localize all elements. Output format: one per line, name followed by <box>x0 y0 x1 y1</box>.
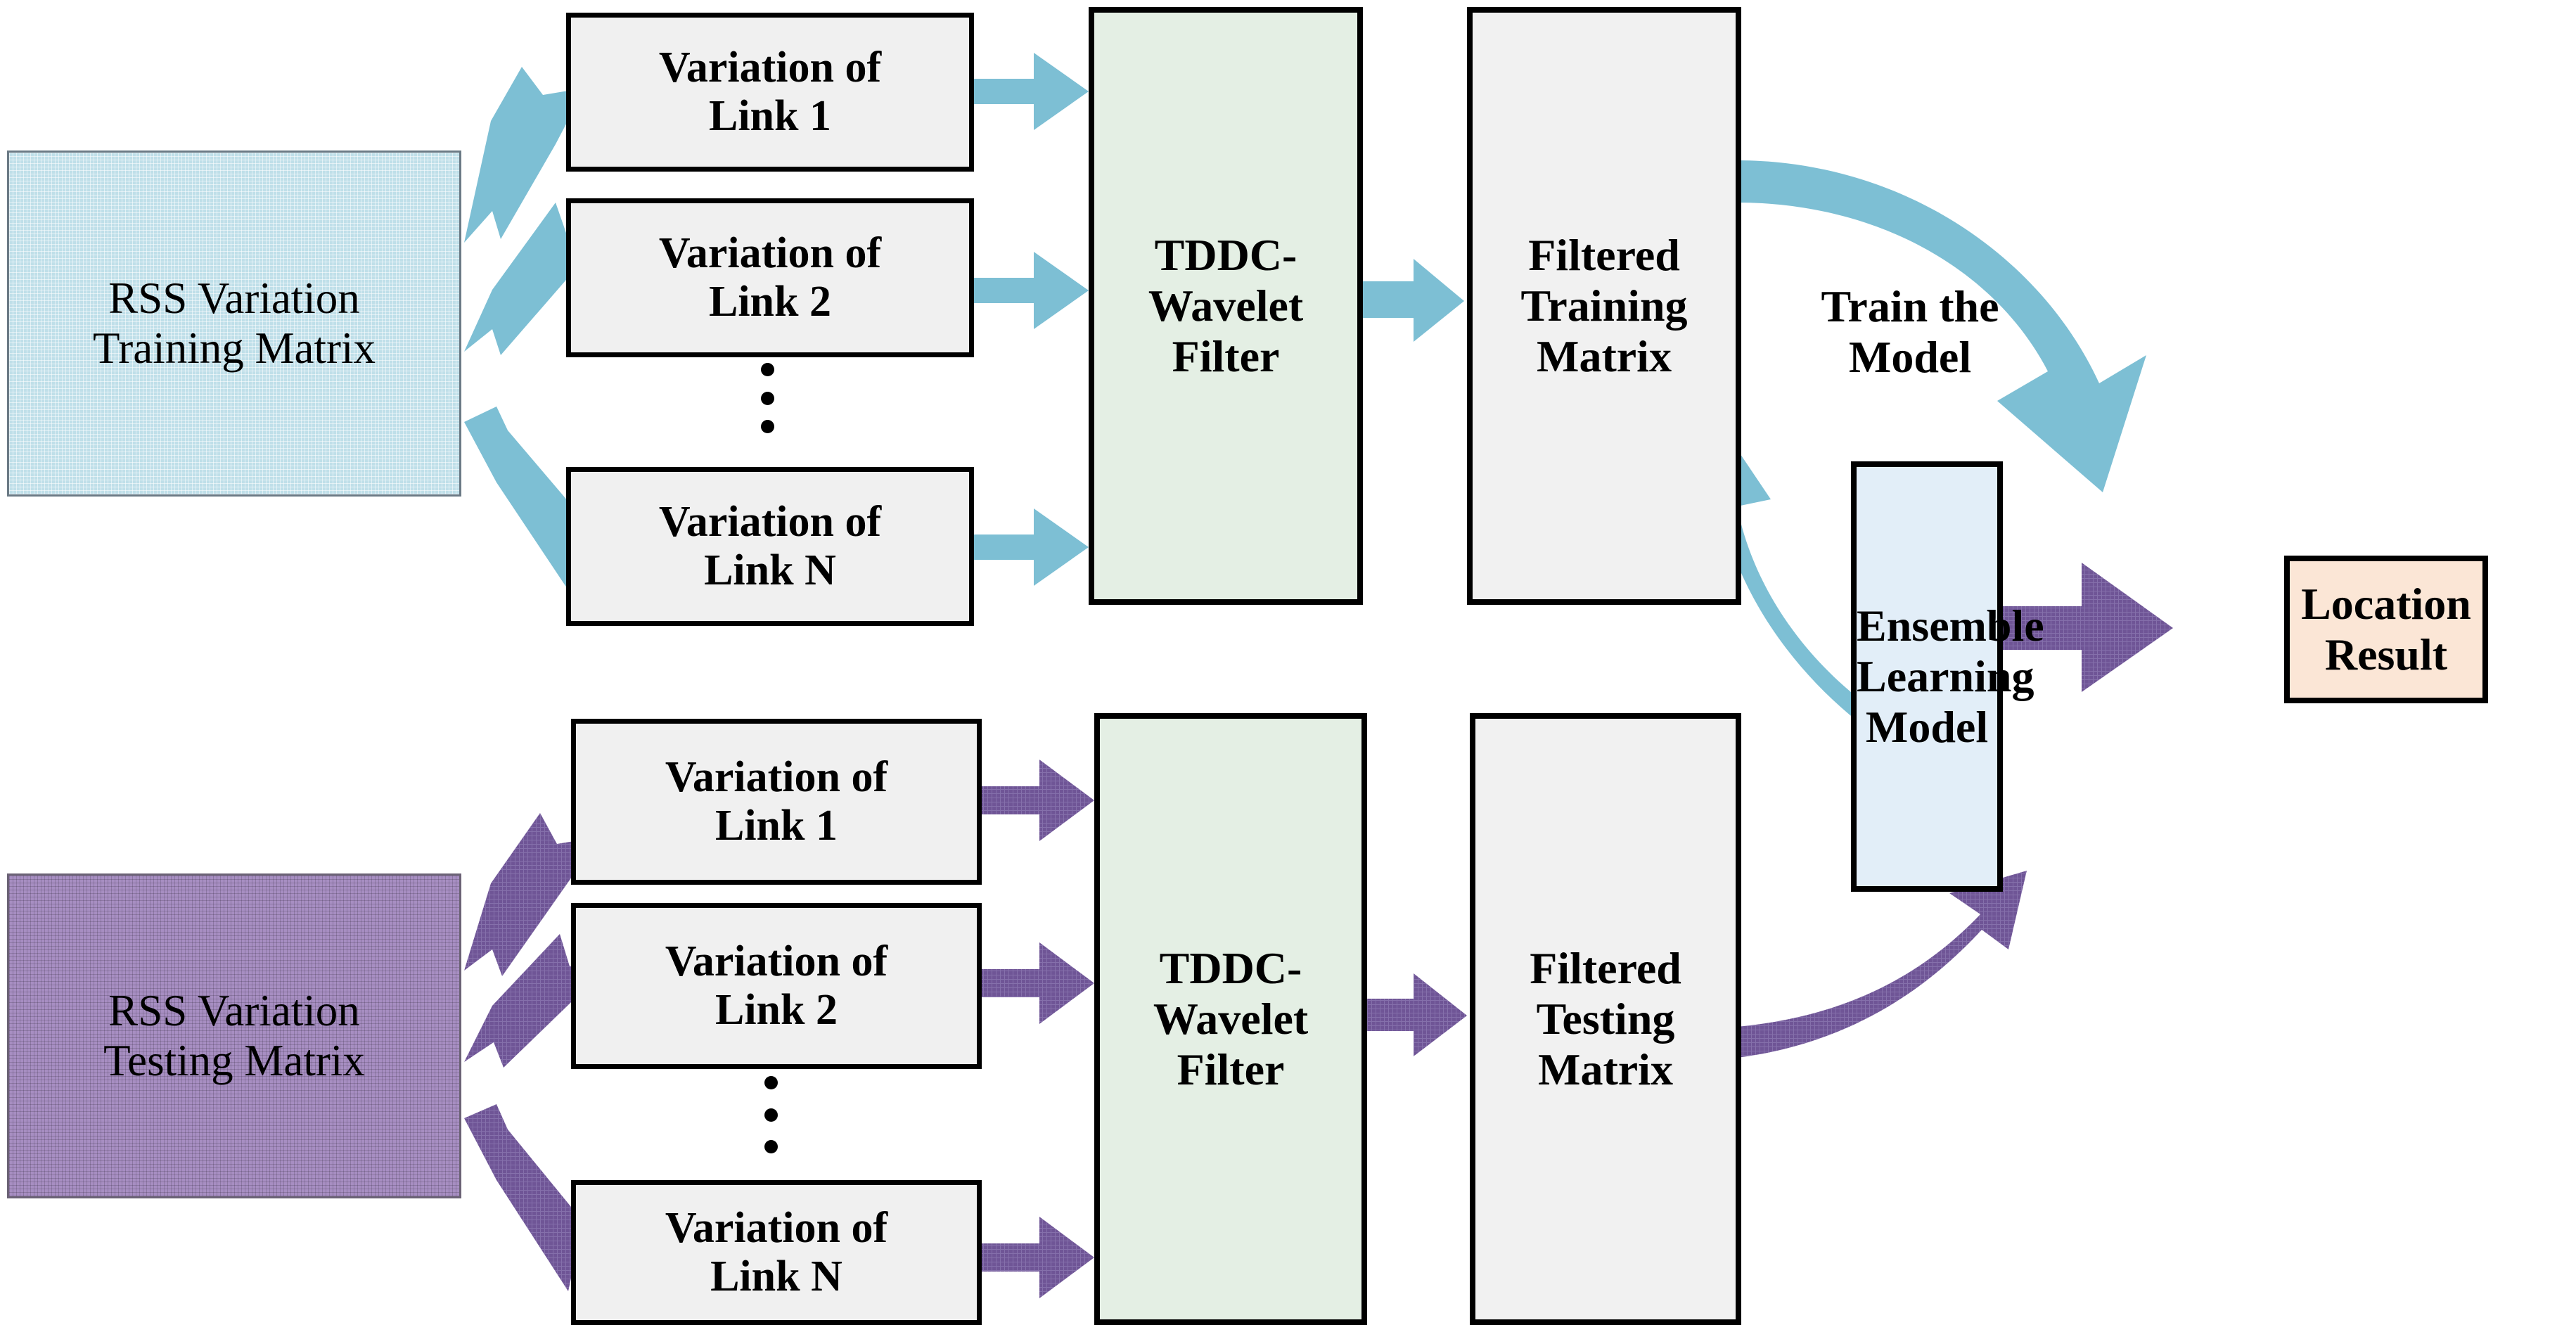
training-link-to-filter-arrows <box>974 53 1089 586</box>
arrow-test-link2-to-filter <box>981 942 1094 1024</box>
filtered-testing-to-model-curved-arrow <box>1737 871 2027 1058</box>
testing-filter-to-filtered-arrow <box>1364 973 1467 1056</box>
arrow-test-link1-to-filter <box>981 760 1094 841</box>
testing-link-to-filter-arrows <box>981 760 1094 1298</box>
arrow-link2-to-filter <box>974 252 1089 329</box>
arrow-link1-to-filter <box>974 53 1089 130</box>
arrow-filtered-testing-to-model <box>1737 871 2027 1058</box>
training-links-ellipsis-icon <box>760 363 775 433</box>
testing-links-ellipsis-icon <box>763 1076 778 1153</box>
arrow-filter-to-filtered-testing <box>1364 973 1467 1056</box>
training-filter-to-filtered-arrow <box>1361 259 1464 342</box>
arrow-test-linkN-to-filter <box>981 1217 1094 1298</box>
arrow-filter-to-filtered-training <box>1361 259 1464 342</box>
arrow-linkN-to-filter <box>974 508 1089 586</box>
